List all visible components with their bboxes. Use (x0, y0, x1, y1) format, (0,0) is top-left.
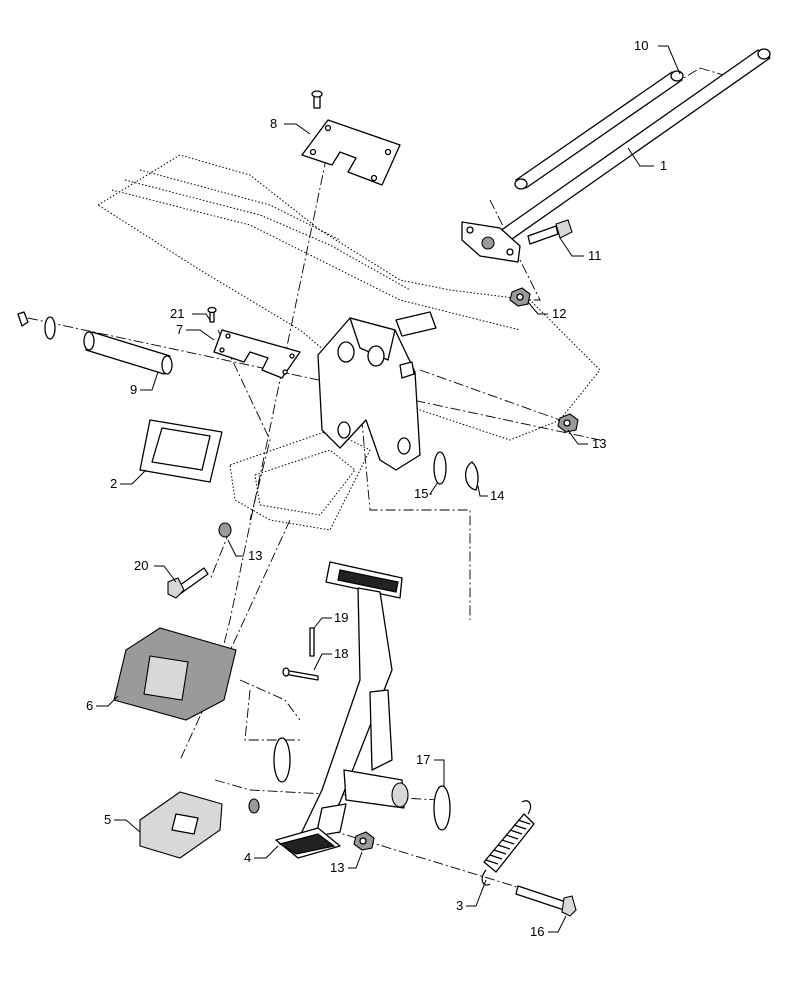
callout-17: 17 (416, 752, 430, 767)
plate-8 (301, 90, 401, 186)
clip-14 (465, 461, 479, 491)
callout-6: 6 (86, 698, 93, 713)
callout-2: 2 (110, 476, 117, 491)
callout-4: 4 (244, 850, 251, 865)
pad-6 (113, 627, 237, 721)
callout-12: 12 (552, 306, 566, 321)
callout-10: 10 (634, 38, 648, 53)
callout-leaders (96, 45, 681, 933)
callout-13-lower: 13 (330, 860, 344, 875)
callout-11: 11 (588, 248, 602, 263)
bolt-20 (167, 522, 232, 599)
pin-19 (309, 627, 315, 657)
pin-18 (282, 667, 319, 681)
pedal-arm-4 (275, 561, 409, 859)
callout-15: 15 (414, 486, 428, 501)
callout-9: 9 (130, 382, 137, 397)
callout-8: 8 (270, 116, 277, 131)
center-lines (27, 67, 741, 901)
callout-19: 19 (334, 610, 348, 625)
pedal-bracket (317, 311, 437, 471)
bolt-16 (515, 885, 577, 917)
washer-15 (433, 451, 447, 485)
callout-21: 21 (170, 306, 184, 321)
callout-13-mid: 13 (248, 548, 262, 563)
washer-17 (248, 737, 451, 831)
callout-13-right: 13 (592, 436, 606, 451)
rod-assembly (461, 48, 771, 263)
callout-5: 5 (104, 812, 111, 827)
callout-14: 14 (490, 488, 504, 503)
pad-5 (139, 791, 223, 859)
callout-labels: 10 1 11 12 8 21 7 9 2 13 15 14 13 20 19 … (86, 38, 667, 939)
nut-13-right (557, 413, 579, 433)
nut-13-lower (353, 831, 375, 851)
callout-7: 7 (176, 322, 183, 337)
boot-2 (139, 419, 223, 483)
bolt-11 (527, 219, 573, 245)
callout-3: 3 (456, 898, 463, 913)
pin-9 (17, 311, 173, 375)
spring-3 (481, 800, 535, 886)
callout-20: 20 (134, 558, 148, 573)
plate-7 (207, 306, 301, 379)
nut-12 (509, 287, 531, 307)
callout-16: 16 (530, 924, 544, 939)
callout-18: 18 (334, 646, 348, 661)
callout-1: 1 (660, 158, 667, 173)
